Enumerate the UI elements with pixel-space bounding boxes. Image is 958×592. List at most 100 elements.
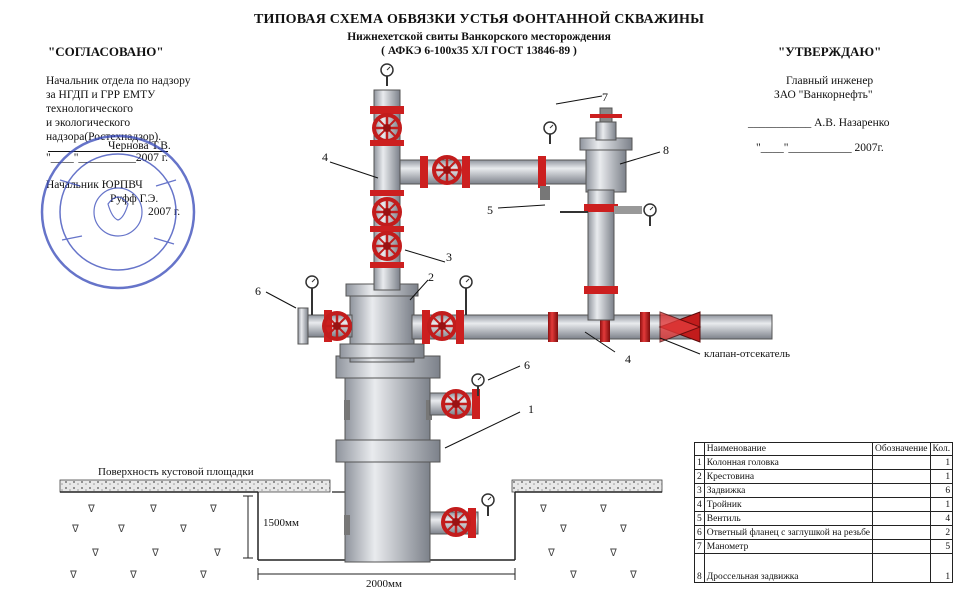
svg-text:ᐁ: ᐁ <box>548 548 555 559</box>
table-row: 3 Задвижка 6 <box>694 483 954 498</box>
svg-text:ᐁ: ᐁ <box>600 504 607 515</box>
table-cell: 6 <box>929 483 954 498</box>
approval-left-heading: "СОГЛАСОВАНО" <box>48 44 164 59</box>
table-header-cell: Кол. <box>929 442 954 456</box>
table-cell: 6 <box>694 525 705 540</box>
approval-left-line: технологического <box>46 103 134 115</box>
svg-text:ᐁ: ᐁ <box>214 548 221 559</box>
callout-3: 3 <box>446 250 452 264</box>
approval-right-heading: "УТВЕРЖДАЮ" <box>778 44 882 59</box>
callout-1: 1 <box>528 402 534 416</box>
dimension-width <box>257 568 516 580</box>
svg-text:ᐁ: ᐁ <box>620 524 627 535</box>
table-header-cell: Наименование <box>703 442 874 456</box>
official-stamp <box>40 134 196 290</box>
callout-6b: 6 <box>524 358 530 372</box>
table-cell: 2 <box>694 469 705 484</box>
callout-7: 7 <box>602 90 608 104</box>
table-cell <box>872 483 931 498</box>
tubing-cross <box>339 283 425 363</box>
signature-line-left <box>48 139 168 152</box>
approval-date-2: 2007 г. <box>148 206 181 218</box>
dimension-depth <box>243 495 253 559</box>
approval-date-1: "____"__________2007 г. <box>46 152 169 164</box>
table-cell: 4 <box>929 511 954 526</box>
table-header-cell <box>694 442 705 456</box>
svg-text:ᐁ: ᐁ <box>180 524 187 535</box>
approval-date-right: "____"___________ 2007г. <box>756 142 884 154</box>
leader-lines <box>265 95 701 449</box>
page-title: ТИПОВАЯ СХЕМА ОБВЯЗКИ УСТЬЯ ФОНТАННОЙ СК… <box>253 12 705 27</box>
table-cell <box>872 455 931 470</box>
table-row: 4 Тройник 1 <box>694 497 954 512</box>
table-cell: Тройник <box>703 497 874 512</box>
svg-text:ᐁ: ᐁ <box>610 548 617 559</box>
svg-text:ᐁ: ᐁ <box>70 570 77 581</box>
table-cell: Ответный фланец с заглушкой на резьбе <box>703 525 874 540</box>
table-header-cell: Обозначение <box>872 442 931 456</box>
svg-text:ᐁ: ᐁ <box>560 524 567 535</box>
table-cell <box>872 539 931 554</box>
approval-right-line: Главный инженер <box>786 75 874 87</box>
svg-text:ᐁ: ᐁ <box>150 504 157 515</box>
table-cell: Дроссельная задвижка <box>703 553 874 583</box>
specification-table: Наименование Обозначение Кол. 1 Колонная… <box>694 442 954 583</box>
svg-text:ᐁ: ᐁ <box>570 570 577 581</box>
table-cell <box>872 469 931 484</box>
svg-text:ᐁ: ᐁ <box>130 570 137 581</box>
svg-text:ᐁ: ᐁ <box>152 548 159 559</box>
svg-text:ᐁ: ᐁ <box>72 524 79 535</box>
table-cell: Манометр <box>703 539 874 554</box>
left-side-line <box>297 275 353 345</box>
surface-label: Поверхность кустовой площадки <box>98 466 254 478</box>
casing-side-valve-lower <box>429 493 495 538</box>
svg-text:ᐁ: ᐁ <box>200 570 207 581</box>
approver-name-2: Руфф Г.Э. <box>110 193 159 205</box>
approver-name-1: Чернова Т.В. <box>108 140 171 152</box>
approval-left-line: и экологического <box>46 117 131 129</box>
casing-side-valve-upper <box>429 373 485 419</box>
table-row: 7 Манометр 5 <box>694 539 954 554</box>
table-cell: 1 <box>694 455 705 470</box>
table-cell: 7 <box>694 539 705 554</box>
table-row: 5 Вентиль 4 <box>694 511 954 526</box>
svg-text:ᐁ: ᐁ <box>88 504 95 515</box>
callout-8: 8 <box>663 143 669 157</box>
table-cell: 5 <box>929 539 954 554</box>
casing-head <box>335 355 441 563</box>
tee-line <box>399 121 591 200</box>
approver-name-right: ___________ А.В. Назаренко <box>748 117 890 129</box>
svg-text:ᐁ: ᐁ <box>118 524 125 535</box>
table-cell: Вентиль <box>703 511 874 526</box>
table-cell <box>872 497 931 512</box>
callout-4b: 4 <box>625 352 631 366</box>
callout-5: 5 <box>487 203 493 217</box>
width-label: 2000мм <box>366 578 402 590</box>
svg-text:ᐁ: ᐁ <box>540 504 547 515</box>
tree-vertical <box>370 63 404 291</box>
ground <box>59 479 663 561</box>
table-cell: Задвижка <box>703 483 874 498</box>
table-cell: 4 <box>694 497 705 512</box>
spec-line: ( АФКЭ 6-100х35 ХЛ ГОСТ 13846-89 ) <box>381 45 577 57</box>
table-cell: 2 <box>929 525 954 540</box>
approval-left-line: за НГДП и ГРР ЕМТУ <box>46 89 156 101</box>
table-cell: 1 <box>929 497 954 512</box>
approval-right-line: ЗАО "Ванкорнефть" <box>774 89 873 101</box>
table-cell: Крестовина <box>703 469 874 484</box>
table-cell <box>872 525 931 540</box>
choke-valve <box>560 107 657 321</box>
cutoff-valve-label: клапан-отсекатель <box>704 348 791 360</box>
table-cell <box>872 511 931 526</box>
table-row: 6 Ответный фланец с заглушкой на резьбе … <box>694 525 954 540</box>
approval-left-line: Начальник отдела по надзору <box>46 75 191 87</box>
table-row: 1 Колонная головка 1 <box>694 455 954 470</box>
table-cell: 1 <box>929 469 954 484</box>
table-cell: 3 <box>694 483 705 498</box>
table-cell: Колонная головка <box>703 455 874 470</box>
page-subtitle: Нижнехетской свиты Ванкорского месторожд… <box>347 31 611 43</box>
table-row: 2 Крестовина 1 <box>694 469 954 484</box>
table-cell: 1 <box>929 553 954 583</box>
